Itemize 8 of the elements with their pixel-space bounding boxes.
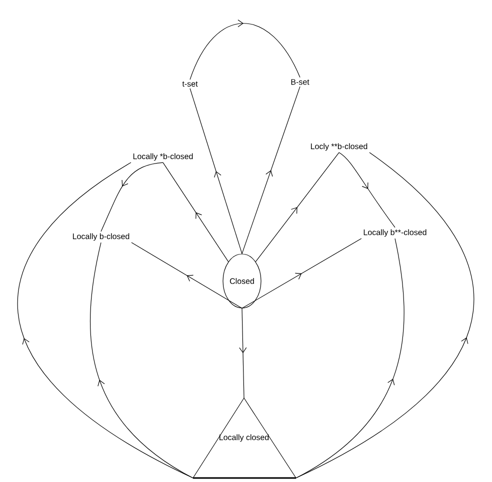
- node-label: Locly **b-closed: [310, 143, 368, 151]
- node-label: Locally b-closed: [72, 233, 130, 241]
- node-label: Locally b**-closed: [364, 229, 426, 237]
- triangle-node: Locally closed: [192, 398, 296, 479]
- ellipse-node: Closed: [222, 254, 262, 308]
- node-label: B-set: [291, 79, 310, 85]
- node-label: Locally *b-closed: [133, 153, 193, 161]
- node-label: t-set: [182, 81, 198, 87]
